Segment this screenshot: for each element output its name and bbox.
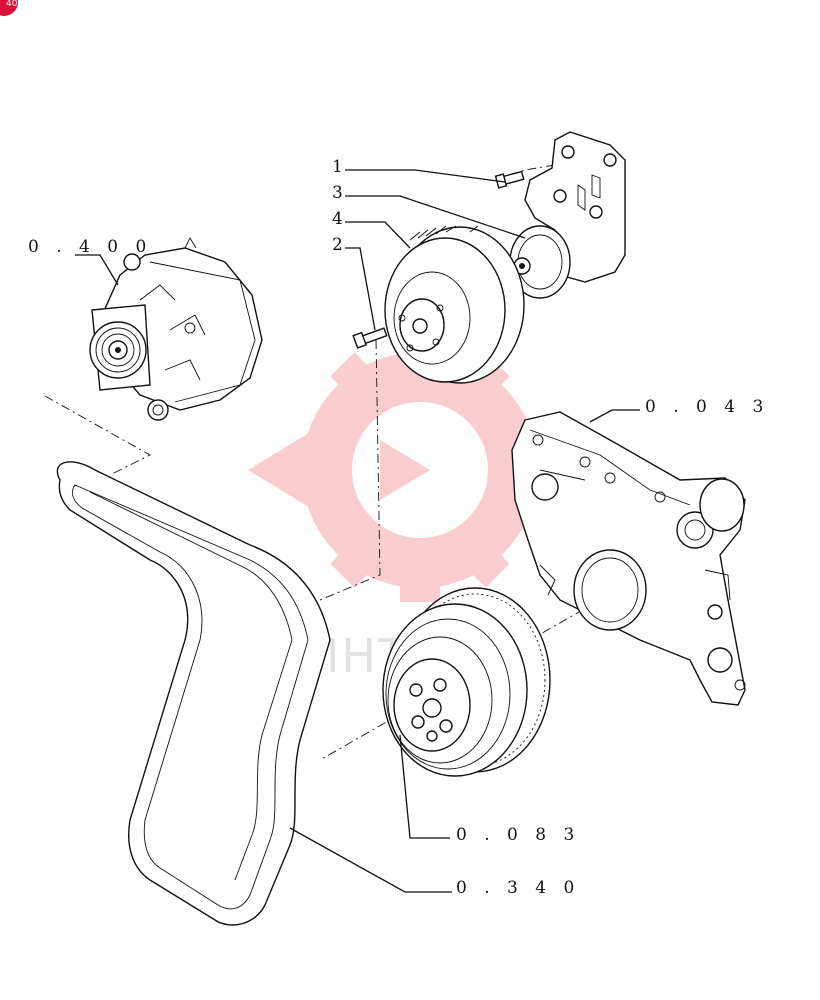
- callout-damper: 0 . 0 8 3: [399, 734, 580, 845]
- item-callouts: 1 3 4 2: [332, 157, 526, 331]
- drive-belt: [56, 461, 331, 926]
- page-badge-text: 40: [6, 0, 18, 9]
- crankshaft-damper: [382, 587, 551, 777]
- callout-damper-label: 0 . 0 8 3: [456, 825, 580, 845]
- tensioner-bracket: [509, 131, 626, 299]
- alternator: [89, 237, 263, 421]
- callout-front-cover: 0 . 0 4 3: [589, 397, 769, 423]
- callout-alternator: 0 . 4 0 0: [28, 237, 152, 286]
- item-label-1: 1: [332, 157, 343, 177]
- bolt-2: [352, 327, 388, 349]
- bolt-1: [494, 170, 525, 189]
- item-label-3: 3: [332, 183, 343, 203]
- callout-alternator-label: 0 . 4 0 0: [28, 237, 152, 257]
- page-badge: 40: [0, 0, 18, 16]
- item-label-2: 2: [332, 235, 343, 255]
- callout-belt: 0 . 3 4 0: [289, 827, 580, 898]
- item-label-4: 4: [332, 209, 343, 229]
- idler-pulley: [384, 225, 525, 384]
- callout-front-cover-label: 0 . 0 4 3: [645, 397, 769, 417]
- callout-belt-label: 0 . 3 4 0: [456, 878, 580, 898]
- front-cover: [511, 411, 746, 706]
